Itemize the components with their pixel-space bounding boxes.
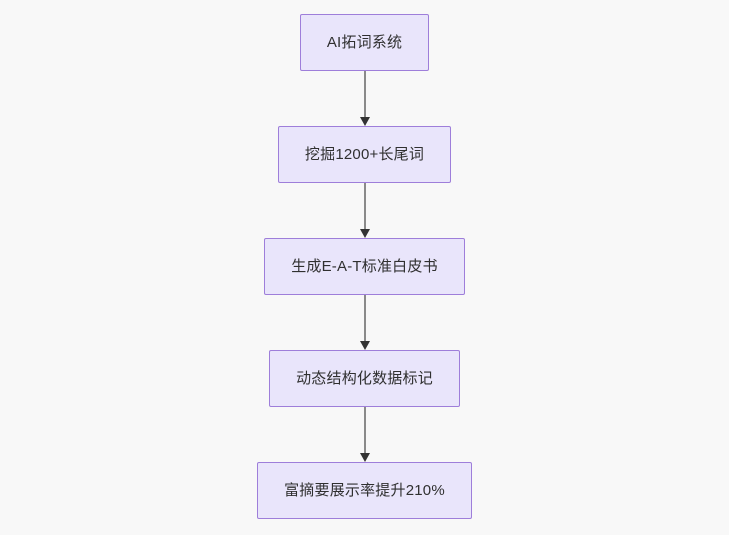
flow-node-label: 动态结构化数据标记 bbox=[296, 370, 433, 387]
flowchart-node-chain: AI拓词系统 挖掘1200+长尾词 生成E-A-T标准白皮书 动态结构化数据标记 bbox=[257, 14, 472, 519]
flow-node-dynamic-structured-data-markup[interactable]: 动态结构化数据标记 bbox=[269, 350, 460, 407]
flow-node-label: 生成E-A-T标准白皮书 bbox=[291, 258, 438, 275]
flow-connector-4 bbox=[359, 407, 370, 462]
flow-node-mine-longtail-keywords[interactable]: 挖掘1200+长尾词 bbox=[277, 126, 452, 183]
flow-node-label: 挖掘1200+长尾词 bbox=[304, 146, 425, 163]
connector-line bbox=[363, 183, 366, 230]
connector-line bbox=[363, 71, 366, 118]
flow-node-label: 富摘要展示率提升210% bbox=[284, 482, 445, 499]
arrow-down-icon bbox=[359, 341, 370, 350]
arrow-down-icon bbox=[359, 229, 370, 238]
flow-node-generate-eat-whitepaper[interactable]: 生成E-A-T标准白皮书 bbox=[264, 238, 465, 295]
connector-line bbox=[363, 407, 366, 454]
connector-line bbox=[363, 295, 366, 342]
flow-node-ai-keyword-system[interactable]: AI拓词系统 bbox=[299, 14, 430, 71]
arrow-down-icon bbox=[359, 453, 370, 462]
arrow-down-icon bbox=[359, 117, 370, 126]
flow-connector-2 bbox=[359, 183, 370, 238]
flow-node-rich-snippet-impression-uplift[interactable]: 富摘要展示率提升210% bbox=[257, 462, 472, 519]
flow-connector-1 bbox=[359, 71, 370, 126]
flow-node-label: AI拓词系统 bbox=[326, 34, 403, 51]
flow-connector-3 bbox=[359, 295, 370, 350]
